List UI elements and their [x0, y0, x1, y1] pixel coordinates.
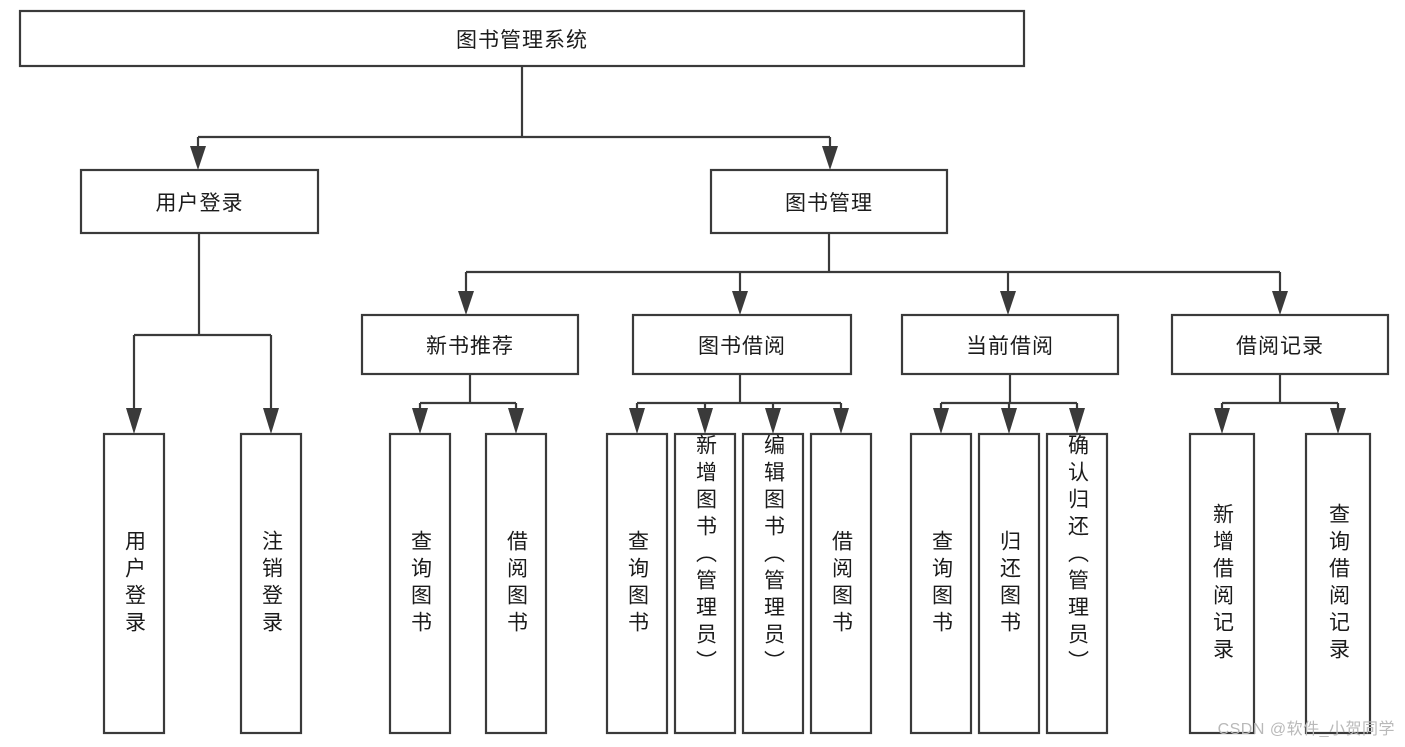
node-book-manage-box[interactable]	[709, 168, 949, 235]
arrowhead-borrowbook-leaf-3	[765, 408, 781, 434]
node-leaf-bb-edit-box[interactable]	[741, 432, 805, 735]
node-leaf-cb-confirm-box[interactable]	[1045, 432, 1109, 735]
arrowhead-newbook-leaf-1	[412, 408, 428, 434]
arrowhead-borrowrecord-leaf-1	[1214, 408, 1230, 434]
arrowhead-user-leaf-1	[126, 408, 142, 434]
arrowhead-borrowrecord-leaf-2	[1330, 408, 1346, 434]
node-leaf-nb-query-box[interactable]	[388, 432, 452, 735]
arrowhead-book-to-new	[458, 291, 474, 315]
node-leaf-br-query-box[interactable]	[1304, 432, 1372, 735]
arrowhead-root-to-book	[822, 146, 838, 170]
node-leaf-user-login-box[interactable]	[102, 432, 166, 735]
node-borrow-record-box[interactable]	[1170, 313, 1390, 376]
arrowhead-user-leaf-2	[263, 408, 279, 434]
node-leaf-nb-borrow-box[interactable]	[484, 432, 548, 735]
node-leaf-br-add-box[interactable]	[1188, 432, 1256, 735]
arrowhead-currentborrow-leaf-3	[1069, 408, 1085, 434]
node-leaf-cb-query-box[interactable]	[909, 432, 973, 735]
arrowhead-borrowbook-leaf-2	[697, 408, 713, 434]
node-leaf-bb-query-box[interactable]	[605, 432, 669, 735]
arrowhead-borrowbook-leaf-1	[629, 408, 645, 434]
arrowhead-book-to-record	[1272, 291, 1288, 315]
node-leaf-bb-add-box[interactable]	[673, 432, 737, 735]
node-new-book-box[interactable]	[360, 313, 580, 376]
node-current-borrow-box[interactable]	[900, 313, 1120, 376]
arrowhead-root-to-user	[190, 146, 206, 170]
arrowhead-currentborrow-leaf-2	[1001, 408, 1017, 434]
arrowhead-book-to-current	[1000, 291, 1016, 315]
csdn-watermark: CSDN @软件_小贺同学	[1217, 721, 1395, 738]
node-root-box[interactable]	[18, 9, 1026, 68]
node-user-login-box[interactable]	[79, 168, 320, 235]
arrowhead-currentborrow-leaf-1	[933, 408, 949, 434]
node-leaf-bb-borrow-box[interactable]	[809, 432, 873, 735]
arrowhead-book-to-borrow	[732, 291, 748, 315]
node-leaf-cb-return-box[interactable]	[977, 432, 1041, 735]
arrowhead-borrowbook-leaf-4	[833, 408, 849, 434]
node-leaf-logout-box[interactable]	[239, 432, 303, 735]
node-borrow-book-box[interactable]	[631, 313, 853, 376]
arrowhead-newbook-leaf-2	[508, 408, 524, 434]
